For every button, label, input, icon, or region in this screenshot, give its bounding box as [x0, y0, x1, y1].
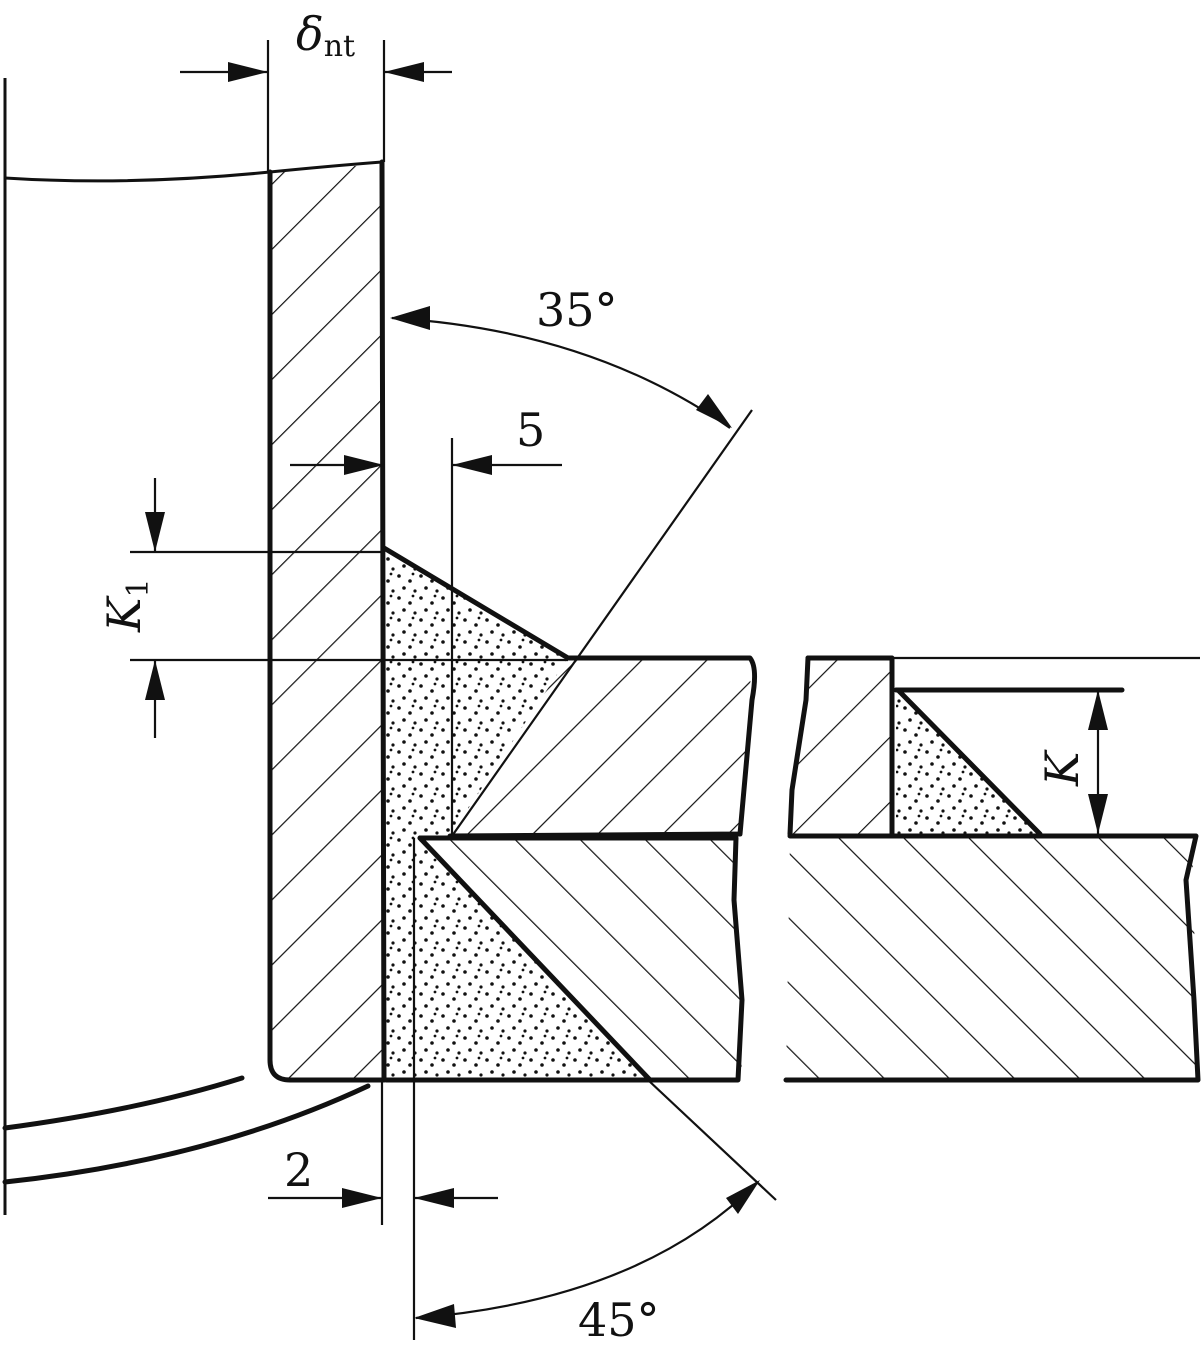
dimension-labels: δnt 35° 5 K1 K 2 45° — [97, 7, 1089, 1347]
upper-plate-left — [447, 655, 758, 839]
label-dim-5: 5 — [516, 403, 545, 457]
label-k1: K1 — [97, 579, 156, 633]
weld-boundaries — [381, 545, 653, 1083]
vertical-plate — [267, 159, 387, 1083]
label-dim-2: 2 — [284, 1143, 313, 1197]
upper-plate-right — [787, 655, 1125, 837]
label-angle-45: 45° — [578, 1293, 660, 1343]
arrowheads — [145, 62, 1108, 1328]
label-delta-nt: δnt — [296, 7, 355, 64]
extension-lines — [130, 40, 1200, 1340]
svg-text:K1: K1 — [97, 579, 156, 633]
lower-plate-left — [383, 835, 745, 1083]
label-angle-35: 35° — [536, 283, 618, 337]
lower-plate-right — [783, 833, 1201, 1083]
shell-outline — [2, 78, 383, 1215]
svg-text:K: K — [1035, 749, 1089, 787]
label-k: K — [1035, 749, 1089, 787]
